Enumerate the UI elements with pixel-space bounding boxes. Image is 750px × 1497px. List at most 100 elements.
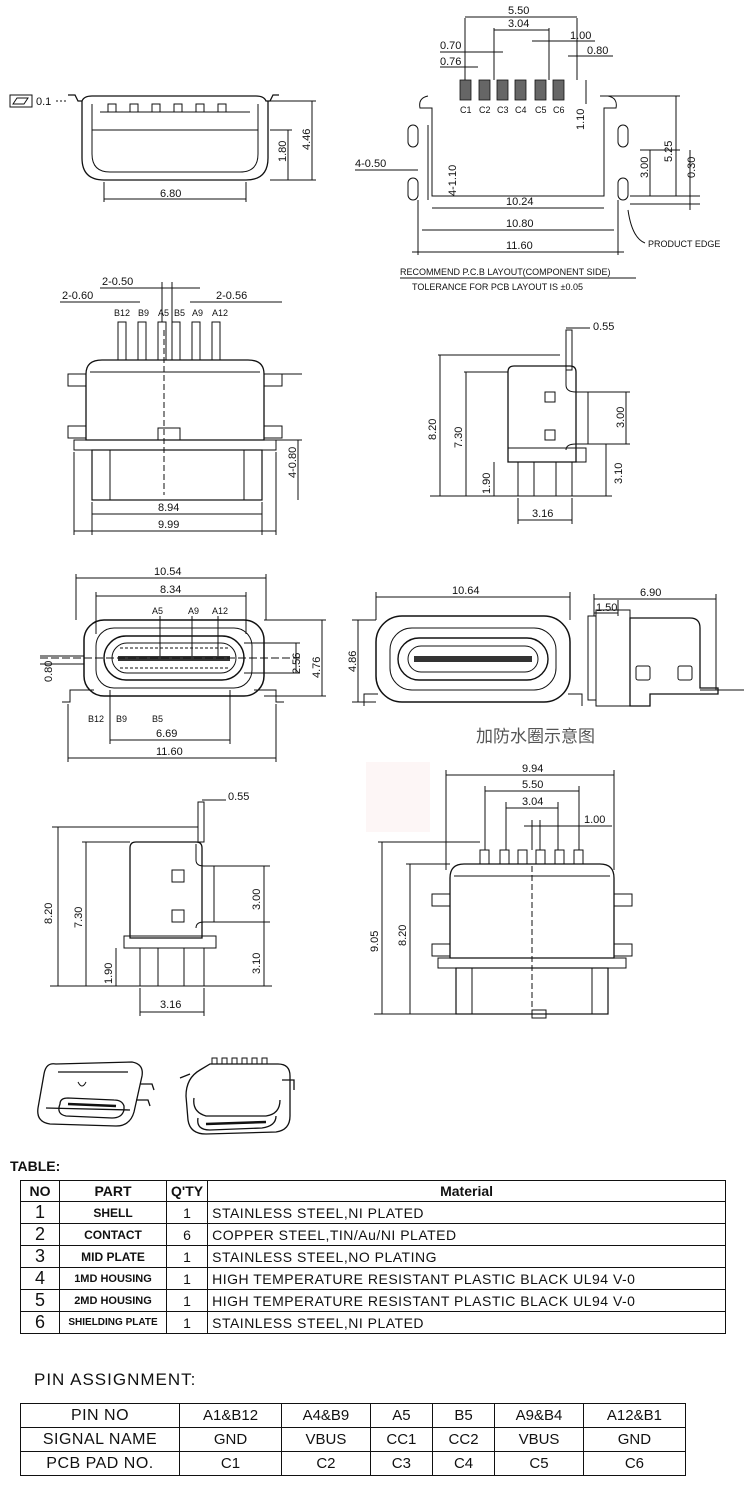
side-view-1: 0.55 8.20 7.30 3.00 1.90 3.10 3.16 xyxy=(427,321,630,524)
dim-front-2056: 2-0.56 xyxy=(216,290,247,302)
row-material: HIGH TEMPERATURE RESISTANT PLASTIC BLACK… xyxy=(207,1289,726,1312)
cell: C4 xyxy=(431,1451,496,1476)
cell: A5 xyxy=(369,1403,433,1428)
back-view: 9.94 5.50 3.04 1.00 9.05 8.20 xyxy=(369,763,633,1019)
dim-side2-190: 1.90 xyxy=(103,963,115,984)
dim-side1-300: 3.00 xyxy=(615,407,627,428)
row-qty: 1 xyxy=(165,1289,209,1312)
cell: A4&B9 xyxy=(281,1403,371,1428)
dim-seal-1064: 10.64 xyxy=(452,585,480,597)
row-part: 1MD HOUSING xyxy=(59,1267,167,1290)
dim-pcb-1080: 10.80 xyxy=(506,218,534,230)
row-qty: 1 xyxy=(165,1267,209,1290)
top-view: 0.1 1.80 4.46 6.80 xyxy=(9,94,316,202)
material-table-title: TABLE: xyxy=(10,1158,61,1174)
seal-view: 10.64 4.86 加防水圈示意图 xyxy=(347,585,595,747)
dim-side1-316: 3.16 xyxy=(532,508,553,520)
dim-pcb-304: 3.04 xyxy=(508,18,529,30)
dim-back-905: 9.05 xyxy=(369,931,381,952)
cell: A1&B12 xyxy=(178,1403,283,1428)
row-part: MID PLATE xyxy=(59,1245,167,1268)
header-no: NO xyxy=(20,1180,60,1202)
row-qty: 6 xyxy=(165,1223,209,1246)
row-no: 3 xyxy=(20,1245,60,1268)
dim-pcb-076: 0.76 xyxy=(440,56,461,68)
dim-pcb-300: 3.00 xyxy=(639,157,651,178)
row-part: CONTACT xyxy=(59,1223,167,1246)
dim-pcb-1160: 11.60 xyxy=(506,240,533,252)
product-edge-label: PRODUCT EDGE xyxy=(648,239,720,249)
dim-side2-310: 3.10 xyxy=(251,953,263,974)
dim-front-894: 8.94 xyxy=(158,502,179,514)
cell: CC2 xyxy=(431,1427,496,1452)
header-material: Material xyxy=(207,1180,726,1202)
dim-top-height: 1.80 xyxy=(277,141,289,162)
pad-label-c5: C5 xyxy=(535,105,547,115)
table-row: 2 CONTACT 6 COPPER STEEL,TIN/Au/NI PLATE… xyxy=(20,1223,726,1246)
iso-view-2 xyxy=(179,1057,295,1135)
pin-label-b12: B12 xyxy=(114,308,130,318)
dim-back-820: 8.20 xyxy=(397,925,409,946)
cell: C3 xyxy=(369,1451,433,1476)
dim-front-2060: 2-0.60 xyxy=(62,290,93,302)
row-no: 5 xyxy=(20,1289,60,1312)
dim-pcb-080: 0.80 xyxy=(587,45,608,57)
dim-back-550: 5.50 xyxy=(522,779,543,791)
dim-pcb-4110: 4-1.10 xyxy=(447,165,459,196)
cell: A9&B4 xyxy=(494,1403,584,1428)
dim-back-304: 3.04 xyxy=(522,796,543,808)
front-view: 2-0.50 2-0.60 2-0.56 B12 B9 A5 B5 A9 A12 xyxy=(60,276,302,535)
pin-assignment-table: PIN NO A1&B12 A4&B9 A5 B5 A9&B4 A12&B1 S… xyxy=(20,1403,687,1476)
pcb-layout-note: RECOMMEND P.C.B LAYOUT(COMPONENT SIDE) xyxy=(400,267,611,277)
dim-mouth-256: 2.56 xyxy=(291,653,303,674)
pin-label-a5: A5 xyxy=(158,308,169,318)
table-header-row: NO PART Q'TY Material xyxy=(20,1180,726,1202)
cell: VBUS xyxy=(281,1427,371,1452)
dim-pcb-100: 1.00 xyxy=(570,30,591,42)
dim-side1-190: 1.90 xyxy=(481,473,493,494)
table-row: 5 2MD HOUSING 1 HIGH TEMPERATURE RESISTA… xyxy=(20,1289,726,1312)
table-row: 6 SHIELDING PLATE 1 STAINLESS STEEL,NI P… xyxy=(20,1311,726,1334)
pad-label-c2: C2 xyxy=(479,105,491,115)
cell: GND xyxy=(178,1427,283,1452)
row-no: 1 xyxy=(20,1201,60,1224)
row-qty: 1 xyxy=(165,1311,209,1334)
dim-pcb-525: 5.25 xyxy=(663,141,675,162)
table-row: 4 1MD HOUSING 1 HIGH TEMPERATURE RESISTA… xyxy=(20,1267,726,1290)
row-part: 2MD HOUSING xyxy=(59,1289,167,1312)
cell: PCB PAD NO. xyxy=(20,1451,180,1476)
pin-label-b5: B5 xyxy=(174,308,185,318)
blank-patch xyxy=(366,762,430,832)
pin-label-a9: A9 xyxy=(192,308,203,318)
pcb-layout: 5.50 3.04 0.70 1.00 0.76 0.80 C1 C2 C3 C… xyxy=(355,5,720,292)
header-qty: Q'TY xyxy=(165,1180,209,1202)
row-material: STAINLESS STEEL,NO PLATING xyxy=(207,1245,726,1268)
flatness-label: 0.1 xyxy=(36,96,51,108)
dim-side2-820: 8.20 xyxy=(43,903,55,924)
cell: VBUS xyxy=(494,1427,584,1452)
dim-side2-730: 7.30 xyxy=(73,907,85,928)
dim-pcb-4050: 4-0.50 xyxy=(355,158,386,170)
dim-pcb-550: 5.50 xyxy=(508,5,529,17)
table-row: SIGNAL NAME GND VBUS CC1 CC2 VBUS GND xyxy=(20,1427,687,1452)
table-row: 1 SHELL 1 STAINLESS STEEL,NI PLATED xyxy=(20,1201,726,1224)
dim-side2-316: 3.16 xyxy=(160,999,181,1011)
iso-view-1 xyxy=(37,1061,155,1127)
dim-pcb-110: 1.10 xyxy=(575,109,587,130)
mouth-pin-a5: A5 xyxy=(152,606,163,616)
row-material: STAINLESS STEEL,NI PLATED xyxy=(207,1201,726,1224)
connector-drawing: 0.1 1.80 4.46 6.80 5.50 3.04 0.70 1. xyxy=(9,5,744,1135)
pin-label-a12: A12 xyxy=(212,308,228,318)
dim-mouth-080: 0.80 xyxy=(43,661,55,682)
side-view-2: 0.55 8.20 7.30 3.00 1.90 3.10 3.16 xyxy=(43,791,272,1016)
seal-caption: 加防水圈示意图 xyxy=(476,727,595,747)
mouth-view: 10.54 8.34 A5 A9 A12 0.80 2.56 4.76 B12 … xyxy=(40,566,326,762)
dim-top-width: 6.80 xyxy=(160,188,181,200)
cell: A12&B1 xyxy=(582,1403,687,1428)
cell: C1 xyxy=(178,1451,283,1476)
row-qty: 1 xyxy=(165,1201,209,1224)
dim-side2-300: 3.00 xyxy=(251,889,263,910)
pcb-tolerance-note: TOLERANCE FOR PCB LAYOUT IS ±0.05 xyxy=(412,282,583,292)
cell: C5 xyxy=(494,1451,584,1476)
row-part: SHIELDING PLATE xyxy=(59,1311,167,1334)
